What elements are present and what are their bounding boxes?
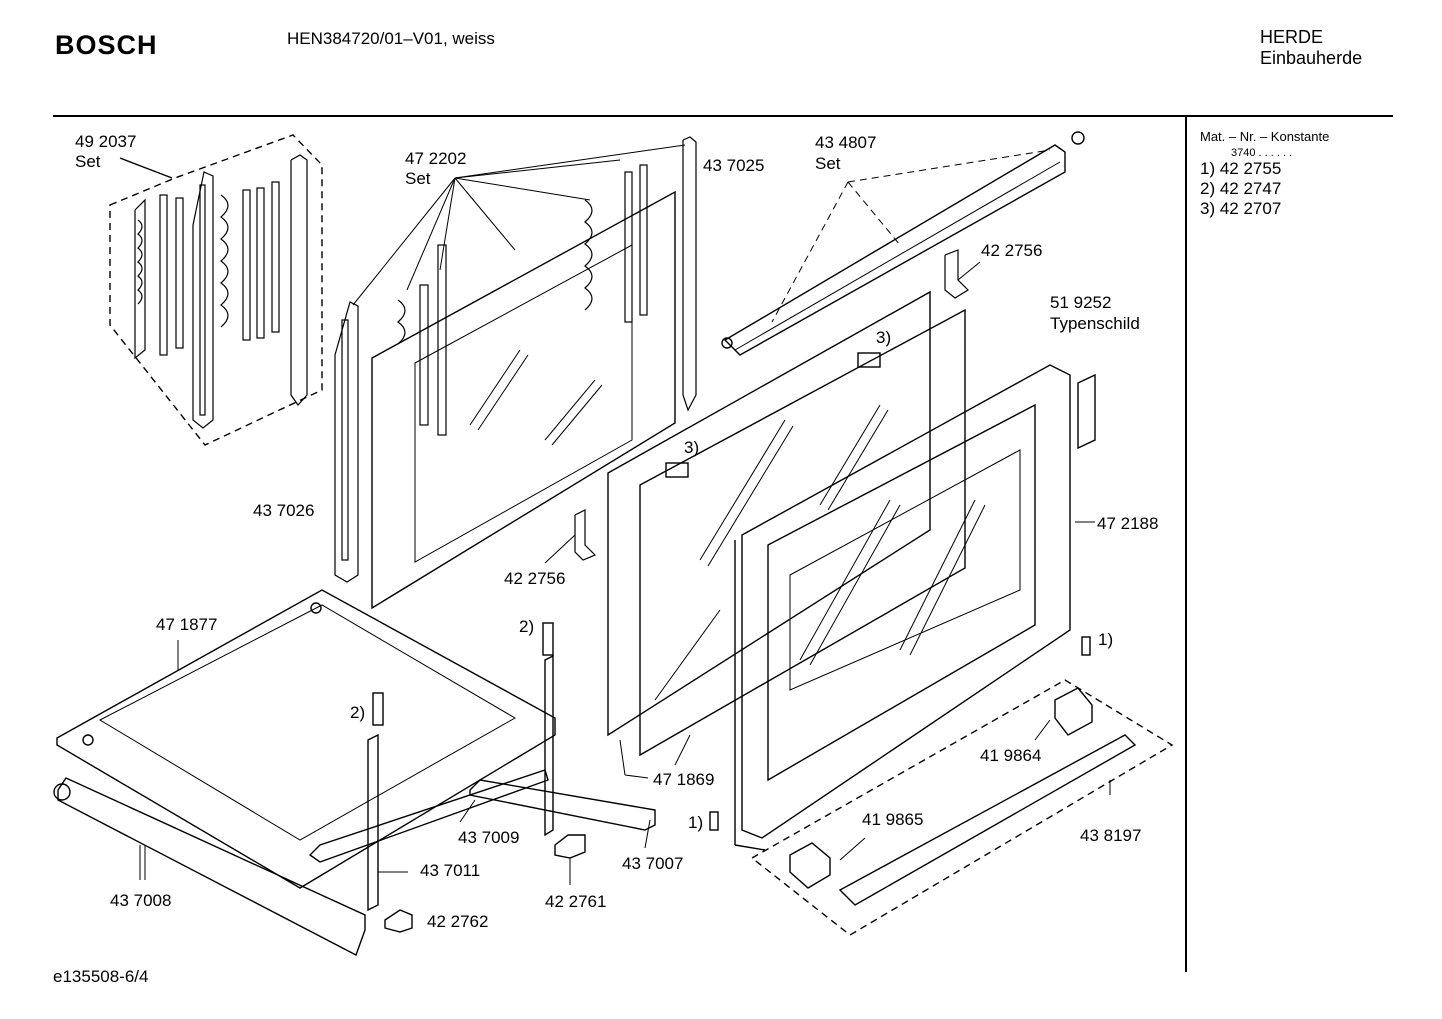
clip-422761 (554, 834, 586, 859)
constants-sub: 3740 . . . . . . (1231, 147, 1293, 159)
label-422756-bottom: 42 2756 (504, 569, 565, 588)
side-support-right (544, 654, 554, 837)
rail-end-knob (1071, 131, 1085, 145)
part-2-clip-a (542, 622, 554, 656)
label-472202: 47 2202 (405, 149, 466, 168)
label-3-upper: 3) (876, 328, 891, 347)
constant-item-1: 1) 42 2755 (1200, 159, 1282, 178)
label-419865: 41 9865 (862, 810, 923, 829)
label-492037: 49 2037 (75, 132, 136, 151)
front-rail (57, 777, 366, 956)
label-519252: 51 9252 (1050, 293, 1111, 312)
label-422761: 42 2761 (545, 892, 606, 911)
header-divider (53, 115, 1393, 117)
clip-422762 (384, 909, 413, 933)
label-2-right: 2) (519, 617, 534, 636)
hinge-right (584, 136, 697, 412)
label-492037-set: Set (75, 152, 101, 171)
constant-item-2: 2) 42 2747 (1200, 179, 1282, 198)
label-422756-top: 42 2756 (981, 241, 1042, 260)
set-472202-leaders (352, 144, 686, 306)
label-437011: 43 7011 (420, 861, 480, 880)
label-1-left: 1) (688, 813, 703, 832)
clip-422756-bottom (544, 509, 597, 564)
material-constants: Mat. – Nr. – Konstante 3740 . . . . . . … (1200, 127, 1329, 219)
outer-door-frame (741, 364, 1071, 839)
handle-bracket-left (789, 842, 831, 889)
constant-item-3: 3) 42 2707 (1200, 199, 1282, 218)
label-471877: 47 1877 (156, 615, 217, 634)
brand-logo: BOSCH (55, 30, 158, 60)
label-2-left: 2) (350, 703, 365, 722)
label-471869: 47 1869 (653, 770, 714, 789)
part-1-clip (1081, 636, 1091, 656)
label-434807-set: Set (815, 154, 841, 173)
inner-panel-back-window (414, 244, 633, 563)
label-419864: 41 9864 (980, 746, 1041, 765)
glass-pane-inner (639, 308, 966, 757)
label-437007: 43 7007 (622, 854, 683, 873)
hinge-middle (397, 244, 447, 436)
door-top-rail (723, 144, 1066, 356)
handle-set-frame (750, 679, 1174, 936)
label-434807: 43 4807 (815, 133, 876, 152)
hinge-left (334, 301, 359, 583)
glass-pane-outer (607, 290, 931, 737)
diagram-drawing (53, 131, 1174, 956)
label-1-right: 1) (1098, 630, 1113, 649)
label-472202-set: Set (405, 169, 431, 188)
clip-422756-top (944, 249, 981, 299)
constants-title: Mat. – Nr. – Konstante (1200, 129, 1330, 144)
rear-rail (469, 779, 656, 831)
side-support-left (367, 733, 379, 912)
mid-rail (308, 769, 549, 863)
handle-bar (838, 734, 1137, 906)
pane-clip-3b (857, 352, 881, 368)
label-typenschild: Typenschild (1050, 314, 1140, 333)
label-437009: 43 7009 (458, 828, 519, 847)
part-2-clip-b (372, 692, 384, 726)
label-437026: 43 7026 (253, 501, 314, 520)
type-plate (1077, 373, 1096, 450)
base-tray (56, 589, 556, 889)
category-line-1: HERDE (1260, 27, 1324, 47)
outer-door-window (767, 403, 1036, 782)
drawing-code: e135508-6/4 (53, 967, 149, 986)
category: HERDE Einbauherde (1260, 27, 1362, 69)
label-472188: 47 2188 (1097, 514, 1158, 533)
label-437025: 43 7025 (703, 156, 764, 175)
label-422762: 42 2762 (427, 912, 488, 931)
category-line-2: Einbauherde (1260, 48, 1363, 68)
sidebar-divider (1185, 117, 1187, 972)
pane-clip-3a (665, 462, 689, 478)
set-492037-frame (109, 134, 323, 446)
rack-rails-left (134, 154, 308, 429)
label-3-lower: 3) (684, 438, 699, 457)
model-title: HEN384720/01–V01, weiss (287, 29, 495, 48)
part-1-clip-lower (709, 811, 719, 831)
label-437008: 43 7008 (110, 891, 171, 910)
inner-panel-back (371, 190, 676, 610)
handle-bracket-right (1054, 687, 1093, 736)
label-438197: 43 8197 (1080, 826, 1141, 845)
